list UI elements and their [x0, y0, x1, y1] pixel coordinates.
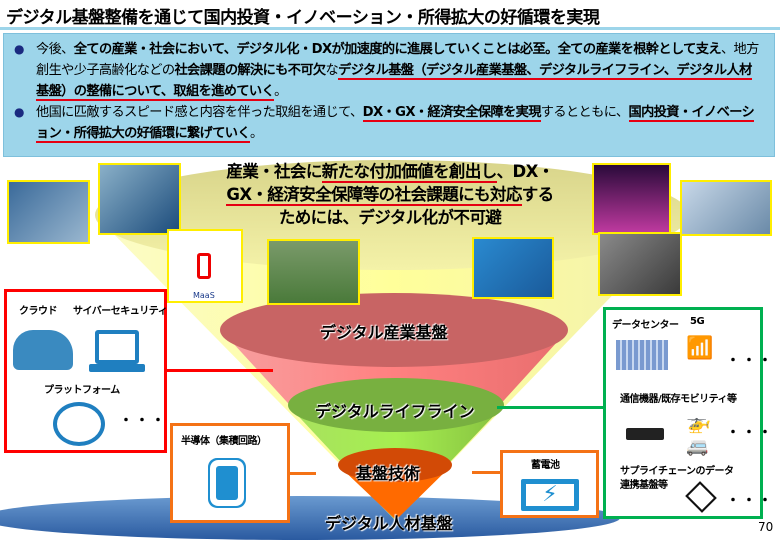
layer-digital-industry: デジタル産業基盤	[320, 323, 448, 342]
text-underlined: DX・GX・経済安全保障を実現	[362, 105, 541, 122]
layer-digital-lifeline: デジタルライフライン	[315, 402, 475, 421]
summary-bullet-1: ● 今後、全ての産業・社会において、デジタル化・DXが加速度的に進展していくこと…	[14, 39, 764, 102]
helicopter-icon: 🚁	[686, 410, 711, 434]
semiconductor-box: 半導体（集積回路）	[170, 423, 290, 523]
router-icon	[626, 428, 664, 440]
text: 全ての産業・社会において、デジタル化・DXが加速度的に進展していくことは必至。全…	[73, 42, 722, 57]
ellipsis: ・・・	[119, 413, 167, 429]
bus-icon: 🚐	[686, 436, 709, 457]
photo-stadium	[592, 163, 671, 235]
text-underlined: 国内投資・イノベーション・所得拡大の好循環に繋げていく	[36, 105, 755, 143]
battery-label: 蓄電池	[531, 460, 560, 471]
photo-factory	[98, 163, 181, 235]
laptop-base	[89, 364, 145, 372]
network-blocks-icon	[685, 481, 717, 513]
summary-box: ● 今後、全ての産業・社会において、デジタル化・DXが加速度的に進展していくこと…	[3, 33, 775, 157]
page-number: 70	[758, 520, 774, 534]
smartphone-icon	[197, 253, 211, 279]
photo-construction	[680, 180, 772, 236]
connector-line	[165, 369, 273, 372]
platform-icon	[53, 402, 105, 446]
photo-smartphone	[7, 180, 90, 244]
photo-medical	[472, 237, 554, 299]
ellipsis: ・・・	[726, 425, 774, 441]
antenna-icon: 📶	[686, 336, 714, 361]
supply-chain-label-2: 連携基盤等	[620, 480, 668, 491]
text: ためには、デジタル化が不可避	[278, 208, 502, 227]
green-ellipse	[288, 378, 504, 432]
laptop-lock-icon	[95, 330, 139, 364]
connector-line	[497, 406, 605, 409]
cloud-label: クラウド	[19, 306, 58, 317]
photo-classroom	[598, 232, 682, 296]
battery-box: 蓄電池 ⚡	[500, 450, 599, 518]
5g-label: 5G	[690, 316, 705, 327]
chip-icon	[216, 466, 238, 500]
text: 。	[274, 84, 287, 99]
red-ellipse	[220, 293, 568, 367]
text: 。	[250, 126, 263, 141]
devices-label: 通信機器/既存モビリティ等	[620, 394, 737, 405]
text: する	[521, 185, 554, 204]
text: な	[325, 63, 339, 78]
maas-diagram: MaaS	[167, 229, 243, 303]
industry-infrastructure-box: クラウド サイバーセキュリティ プラットフォーム ・・・	[4, 289, 168, 453]
ellipsis: ・・・	[726, 493, 774, 509]
funnel-headline: 産業・社会に新たな付加価値を創出し、DX・ GX・経済安全保障等の社会課題にも対…	[190, 160, 590, 229]
semiconductor-label: 半導体（集積回路）	[181, 436, 267, 447]
datacenter-icon	[616, 340, 668, 370]
bullet-icon: ●	[14, 42, 24, 56]
bullet-icon: ●	[14, 105, 24, 119]
text: 産業・社会に	[226, 162, 322, 181]
layer-digital-talent: デジタル人材基盤	[325, 514, 453, 533]
connector-line	[288, 472, 316, 475]
base-ellipse	[0, 496, 620, 540]
cloud-icon	[13, 330, 73, 370]
supply-chain-label: サプライチェーンのデータ	[620, 466, 734, 477]
page-title: デジタル基盤整備を通じて国内投資・イノベーション・所得拡大の好循環を実現	[6, 8, 600, 28]
lifeline-box: データセンター 5G 📶 ・・・ 通信機器/既存モビリティ等 🚁 🚐 ・・・ サ…	[603, 307, 772, 519]
orange-ellipse	[338, 448, 452, 482]
text: 今後、	[36, 42, 74, 57]
datacenter-label: データセンター	[612, 320, 679, 331]
security-label: サイバーセキュリティ	[73, 306, 168, 317]
text: するとともに、	[540, 105, 629, 120]
text-underlined: 新たな付加価値を創出し	[321, 162, 497, 183]
connector-line	[472, 471, 502, 474]
text: 社会課題の解決にも不可欠	[174, 63, 326, 78]
platform-label: プラットフォーム	[44, 385, 120, 396]
text: 他国に匹敵するスピード感と内容を伴った取組を通じて、	[36, 105, 363, 120]
text: 、DX・	[496, 162, 555, 181]
photo-drone-farm	[267, 239, 360, 305]
ellipsis: ・・・	[726, 353, 774, 369]
summary-bullet-2: ● 他国に匹敵するスピード感と内容を伴った取組を通じて、DX・GX・経済安全保障…	[14, 102, 764, 144]
battery-icon: ⚡	[521, 479, 579, 511]
text-underlined: デジタル基盤（デジタル産業基盤、デジタルライフライン、デジタル人材基盤）の整備に…	[36, 63, 752, 101]
title-divider	[0, 27, 780, 30]
text-underlined: GX・経済安全保障等の社会課題にも対応	[226, 185, 522, 206]
maas-label: MaaS	[193, 291, 215, 300]
layer-core-tech: 基盤技術	[356, 464, 421, 483]
text: 、地方創生や少子高齢化などの	[36, 42, 759, 78]
